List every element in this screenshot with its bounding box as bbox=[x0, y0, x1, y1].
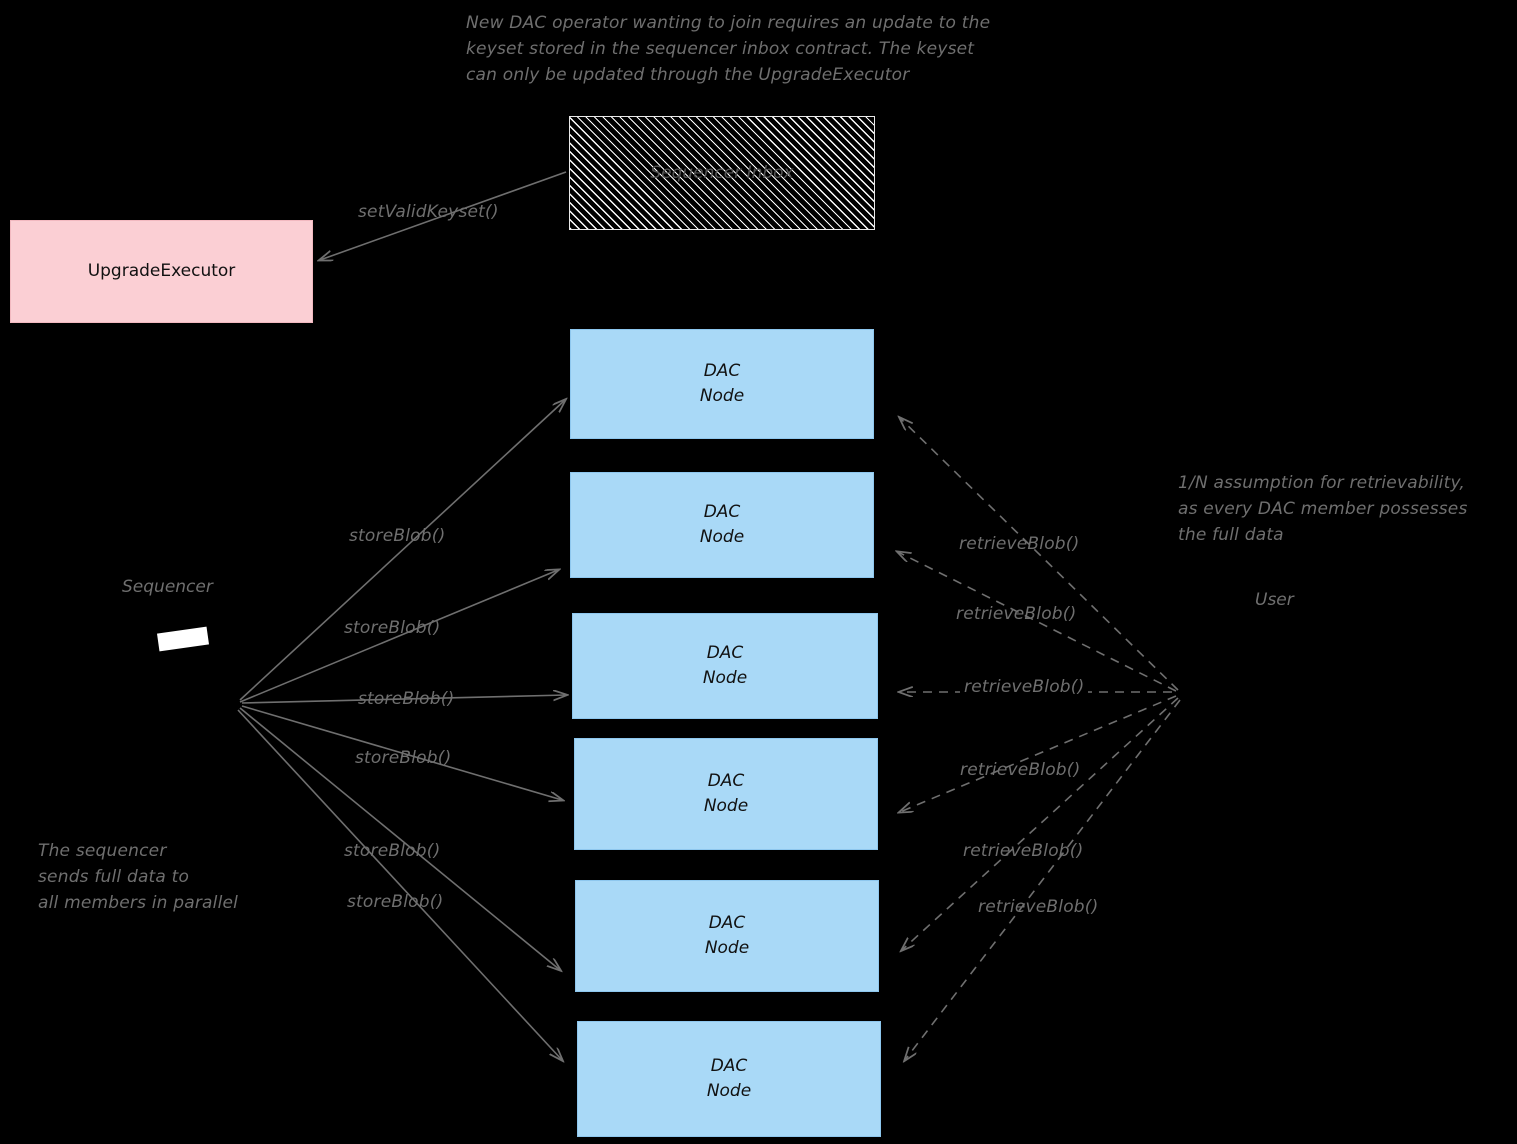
edge-label-storeblob-6: storeBlob() bbox=[347, 892, 444, 912]
actor-label-user: User bbox=[1255, 590, 1294, 610]
edge-label-retrieveblob-2: retrieveBlob() bbox=[956, 604, 1077, 624]
edge-label-storeblob-5: storeBlob() bbox=[344, 841, 441, 861]
dac-node-box-1[interactable]: DAC Node bbox=[570, 329, 874, 439]
edge-label-retrieveblob-5: retrieveBlob() bbox=[963, 841, 1084, 861]
note-retrievability: 1/N assumption for retrievability, as ev… bbox=[1178, 473, 1468, 545]
sequencer-inbox-box[interactable]: Sequencer Inbox bbox=[569, 116, 875, 230]
edge-label-retrieveblob-6: retrieveBlob() bbox=[978, 897, 1099, 917]
dac-node-box-3[interactable]: DAC Node bbox=[572, 613, 878, 719]
dac-node-box-2[interactable]: DAC Node bbox=[570, 472, 874, 578]
sequencer-icon bbox=[156, 626, 210, 652]
edge-label-storeblob-3: storeBlob() bbox=[358, 689, 455, 709]
edge-label-retrieveblob-4: retrieveBlob() bbox=[960, 760, 1081, 780]
note-sequencer-parallel: The sequencer sends full data to all mem… bbox=[38, 841, 239, 913]
note-keyset: New DAC operator wanting to join require… bbox=[466, 13, 991, 85]
edge-label-setvalidkeyset: setValidKeyset() bbox=[358, 202, 499, 222]
edge-label-retrieveblob-1: retrieveBlob() bbox=[959, 534, 1080, 554]
edge-label-storeblob-1: storeBlob() bbox=[349, 526, 446, 546]
actor-label-sequencer: Sequencer bbox=[122, 577, 213, 597]
dac-node-box-5[interactable]: DAC Node bbox=[575, 880, 879, 992]
dac-node-box-6[interactable]: DAC Node bbox=[577, 1021, 881, 1137]
edge-label-retrieveblob-3: retrieveBlob() bbox=[960, 677, 1089, 697]
dac-node-box-4[interactable]: DAC Node bbox=[574, 738, 878, 850]
edge-label-storeblob-2: storeBlob() bbox=[344, 618, 441, 638]
edge-label-storeblob-4: storeBlob() bbox=[355, 748, 452, 768]
upgrade-executor-box[interactable]: UpgradeExecutor bbox=[10, 220, 313, 323]
